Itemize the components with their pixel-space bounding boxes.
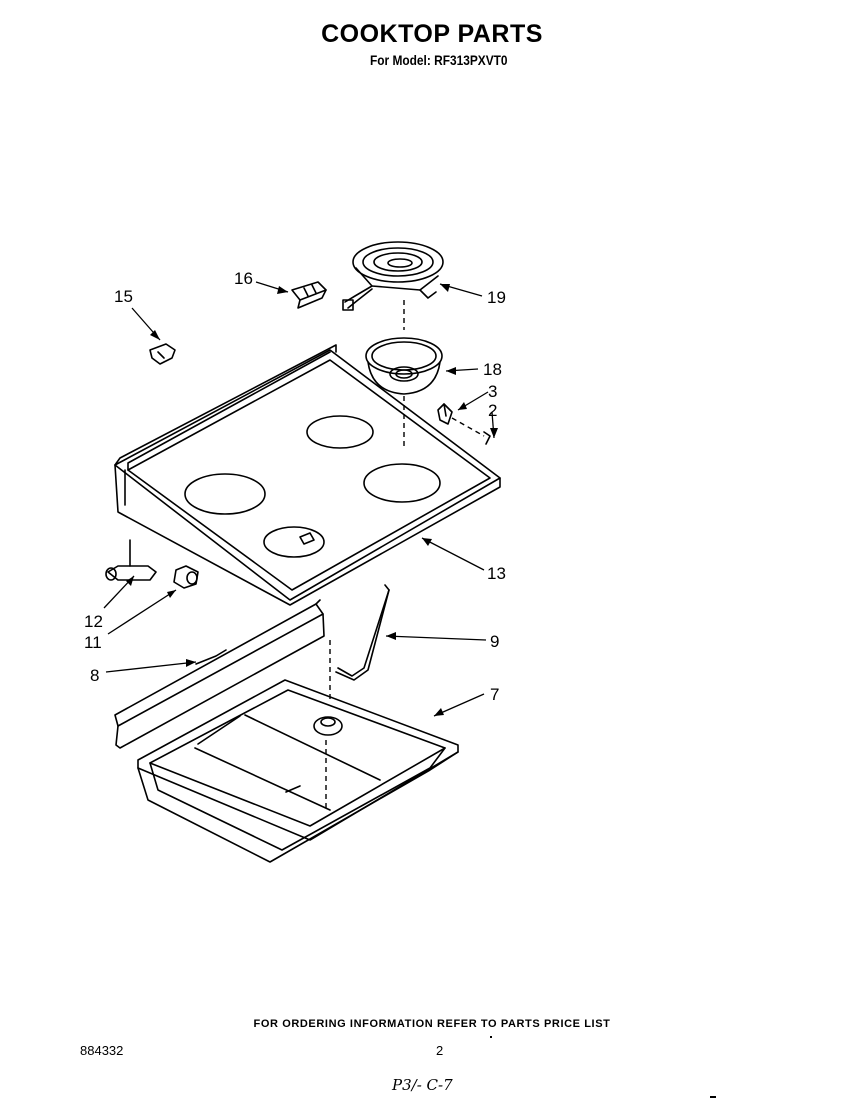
bushing-part [173,565,199,589]
stray-mark [490,1036,492,1038]
surface-element-part [342,241,444,311]
ordering-note: FOR ORDERING INFORMATION REFER TO PARTS … [253,1018,611,1030]
clip-part [149,343,176,365]
callout-label: 7 [490,685,499,704]
model-subtitle: For Model: RF313PXVT0 [370,52,508,68]
terminal-block-part [291,281,327,309]
page-number: 2 [436,1043,444,1058]
front-channel-part [114,599,325,749]
callout-label: 11 [84,633,102,652]
leader-lines [103,281,495,717]
callout-label: 8 [90,666,99,685]
bracket-screw-part [437,403,491,445]
callout-label: 15 [114,287,133,306]
leader-arrowheads [126,284,498,716]
burner-box-part [137,679,459,863]
drip-bowl-part [365,337,443,395]
document-number: 884332 [80,1043,124,1058]
callout-label: 2 [488,401,497,420]
callout-label: 9 [490,632,499,651]
alignment-lines [325,300,485,812]
page-title: COOKTOP PARTS [321,20,543,48]
callout-label: 19 [487,288,506,307]
callout-labels: 15 16 19 18 3 2 13 12 11 9 8 7 [84,269,506,704]
connector-part [105,539,157,581]
callout-label: 13 [487,564,506,583]
rod-part [335,584,390,681]
stray-mark [710,1096,716,1098]
callout-label: 18 [483,360,502,379]
callout-label: 3 [488,382,497,401]
callout-label: 16 [234,269,253,288]
main-top-part [114,344,501,606]
callout-label: 12 [84,612,103,631]
handwritten-note: P3/- C-7 [392,1076,453,1094]
